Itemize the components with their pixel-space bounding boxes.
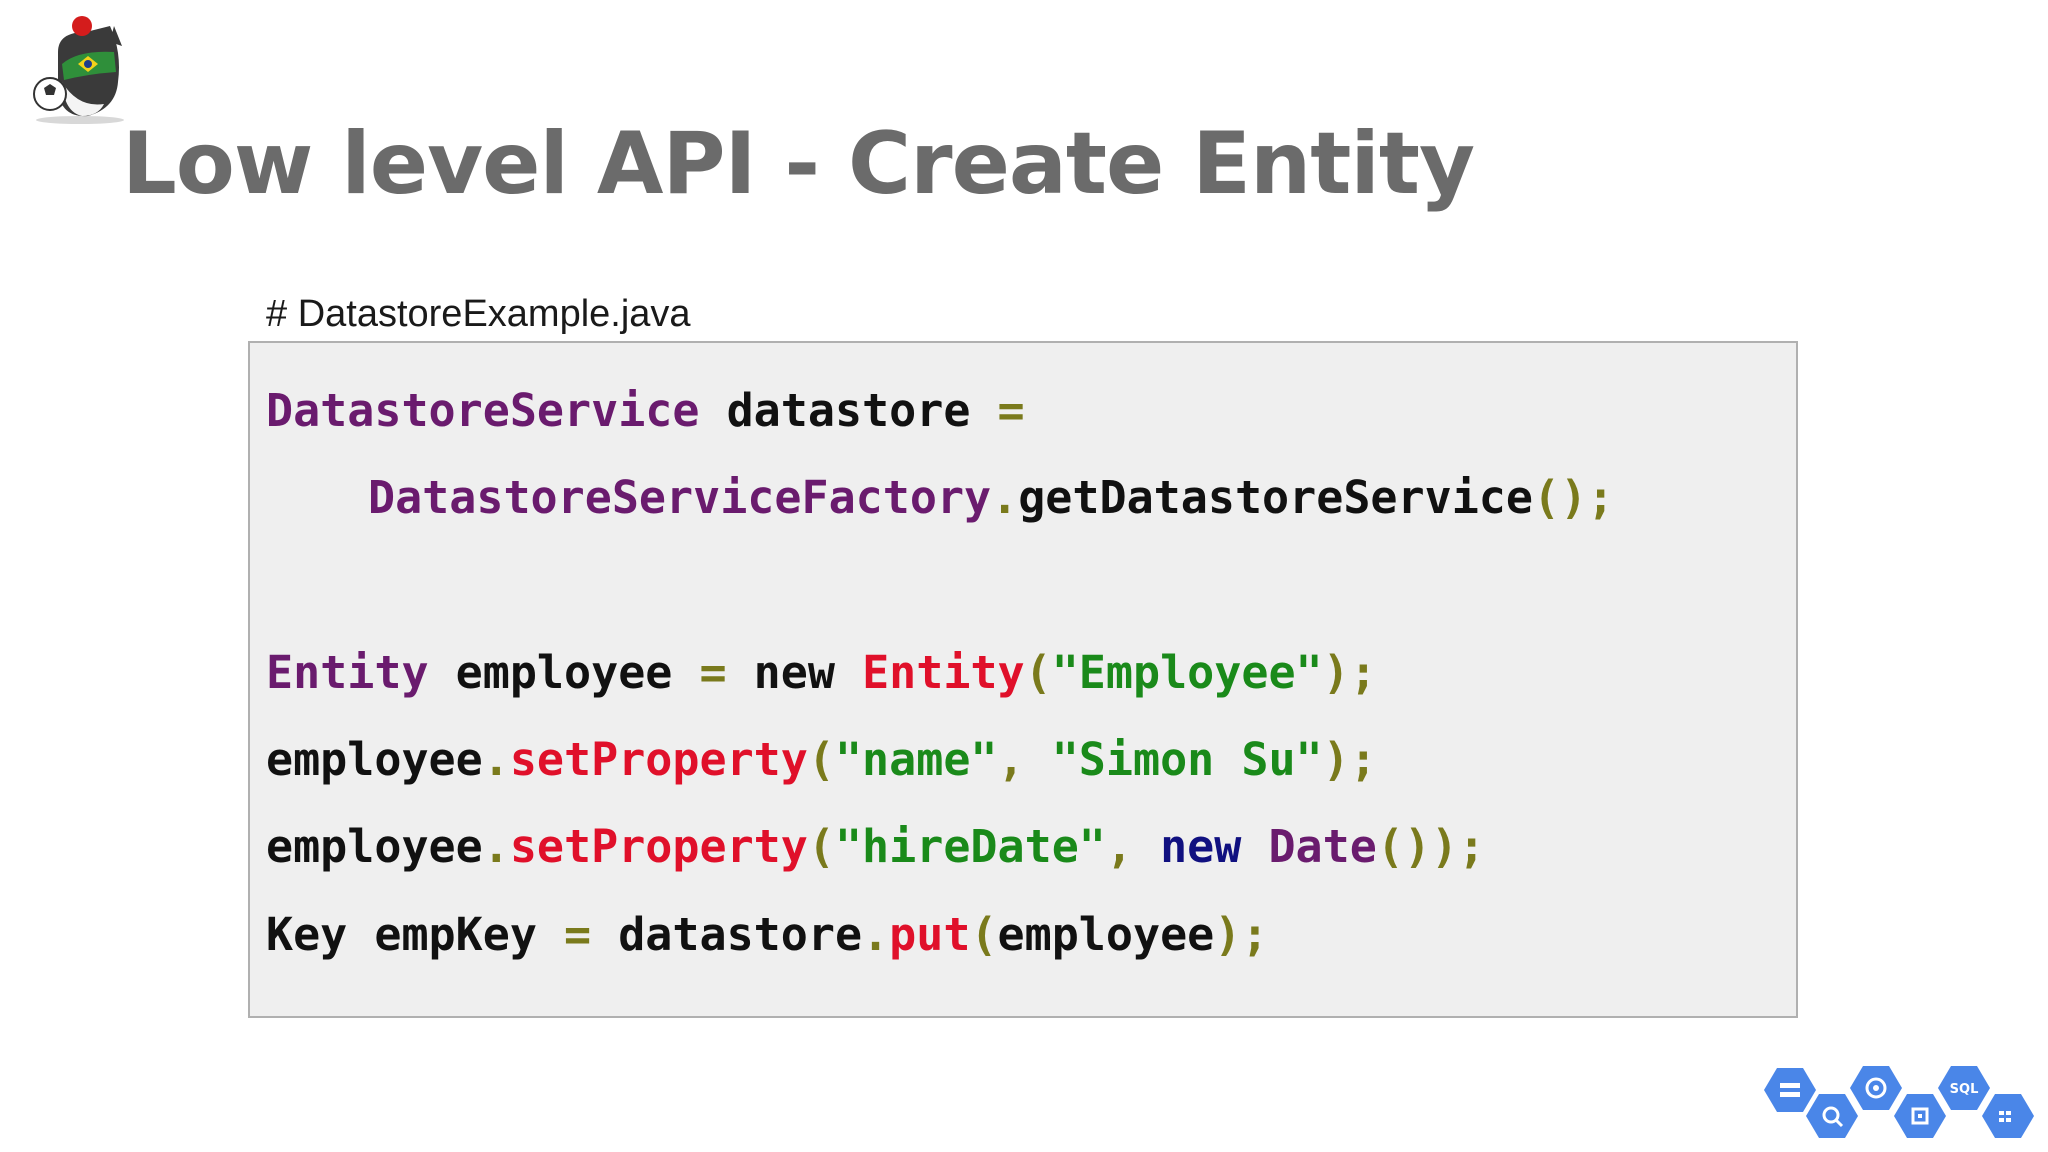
code-token: setProperty — [509, 733, 808, 786]
code-token: = — [699, 646, 727, 699]
code-line-4: employee.setProperty("name", "Simon Su")… — [266, 730, 1377, 790]
code-token: employee — [266, 733, 483, 786]
code-token: Date — [1268, 820, 1377, 873]
code-token: ( — [970, 908, 998, 961]
compute-engine-icon — [1894, 1094, 1946, 1138]
cloud-products-icons: SQL — [1764, 1066, 2034, 1138]
code-token: ); — [1214, 908, 1269, 961]
code-token: "Employee" — [1051, 646, 1323, 699]
code-token: ( — [807, 820, 835, 873]
code-token: = — [997, 384, 1025, 437]
code-token: ); — [1322, 733, 1377, 786]
code-token: ); — [1322, 646, 1377, 699]
code-token: . — [482, 733, 510, 786]
code-token: setProperty — [509, 820, 808, 873]
code-token: "name" — [834, 733, 998, 786]
code-token: , — [1105, 820, 1161, 873]
code-token: employee — [266, 820, 483, 873]
cloud-sql-icon: SQL — [1938, 1066, 1990, 1110]
slide-title: Low level API - Create Entity — [122, 114, 1475, 214]
code-token: Entity — [862, 646, 1025, 699]
code-token: ( — [1024, 646, 1052, 699]
code-token: new — [1160, 820, 1242, 873]
more-products-icon — [1982, 1094, 2034, 1138]
code-token — [1241, 820, 1268, 873]
sql-badge-text: SQL — [1950, 1082, 1979, 1097]
code-token: DatastoreServiceFactory — [368, 471, 992, 524]
code-token: new — [726, 646, 863, 699]
code-line-6: Key empKey = datastore.put(employee); — [266, 905, 1268, 965]
code-token: Key empKey — [266, 908, 565, 961]
app-engine-icon — [1850, 1066, 1902, 1110]
code-line-3: Entity employee = new Entity("Employee")… — [266, 643, 1377, 703]
code-token: put — [889, 908, 971, 961]
code-line-1: DatastoreService datastore = — [266, 381, 1025, 441]
storage-icon — [1764, 1068, 1816, 1112]
code-token: ( — [807, 733, 835, 786]
code-line-5: employee.setProperty("hireDate", new Dat… — [266, 817, 1485, 877]
code-token: . — [862, 908, 890, 961]
code-line-2: DatastoreServiceFactory.getDatastoreServ… — [368, 468, 1614, 528]
code-token: getDatastoreService — [1018, 471, 1533, 524]
code-token: (); — [1532, 471, 1615, 524]
code-token: ()); — [1376, 820, 1486, 873]
code-token: datastore — [699, 384, 998, 437]
code-token: "hireDate" — [834, 820, 1106, 873]
code-token: employee — [997, 908, 1215, 961]
code-token: datastore — [591, 908, 863, 961]
code-token: employee — [428, 646, 700, 699]
code-token: = — [564, 908, 592, 961]
code-token: DatastoreService — [266, 384, 700, 437]
bigquery-icon — [1806, 1094, 1858, 1138]
code-token: "Simon Su" — [1051, 733, 1323, 786]
code-token: , — [997, 733, 1052, 786]
code-token: . — [482, 820, 510, 873]
code-block — [248, 341, 1798, 1018]
file-name-label: # DatastoreExample.java — [266, 293, 691, 335]
code-token: Entity — [266, 646, 429, 699]
code-token: . — [991, 471, 1019, 524]
java-duke-mascot-icon — [33, 16, 124, 124]
